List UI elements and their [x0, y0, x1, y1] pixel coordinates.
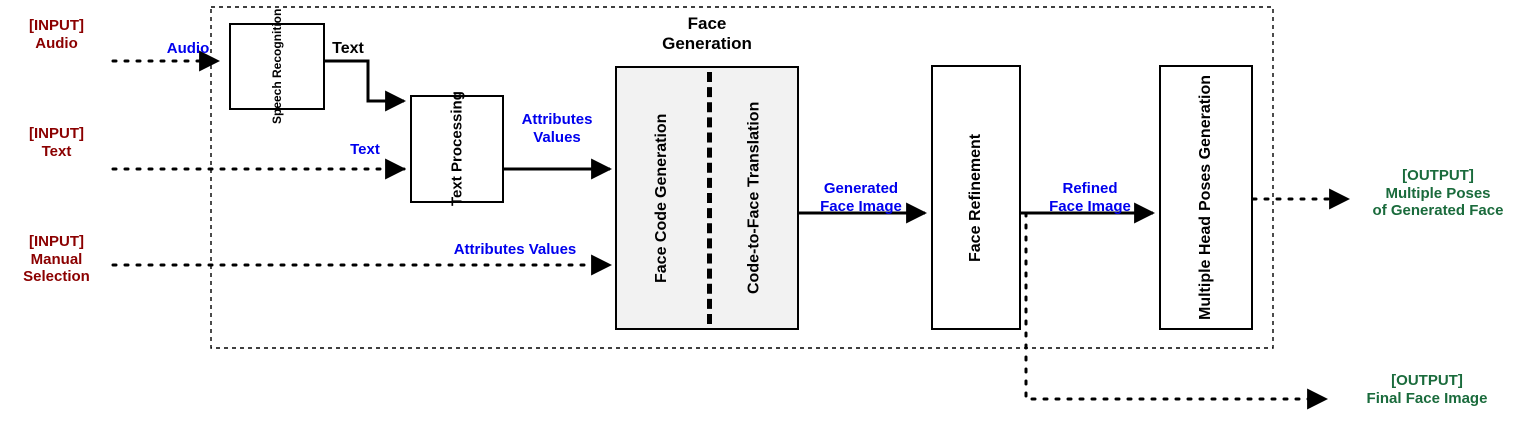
output-multiple-poses: [OUTPUT] Multiple Poses of Generated Fac…: [1355, 167, 1521, 220]
output-final-line2: Final Face Image: [1366, 389, 1488, 407]
edge-label-text-input: Text: [350, 141, 380, 158]
group-title-line1: Face: [687, 14, 727, 33]
multiple-head-poses-line1: Multiple Head: [1197, 215, 1214, 320]
block-speech-recognition[interactable]: Speech Recognition: [229, 9, 325, 124]
edge-label-attributes-line2: Values: [533, 128, 581, 146]
output-final-face-image: [OUTPUT] Final Face Image: [1333, 372, 1521, 407]
input-text: [INPUT] Text: [0, 125, 113, 160]
face-code-generation-line2: Generation: [653, 113, 670, 198]
output-poses-line1: [OUTPUT]: [1402, 167, 1474, 184]
face-code-generation-line1: Face Code: [653, 202, 670, 283]
block-face-refinement[interactable]: Face Refinement: [931, 65, 1021, 330]
multiple-head-poses-line2: Poses Generation: [1197, 75, 1214, 212]
output-final-line1: [OUTPUT]: [1391, 372, 1463, 389]
input-audio-line2: Audio: [35, 34, 78, 52]
input-manual-line2: Manual: [30, 250, 83, 268]
edge-label-refined-face-image: Refined Face Image: [1027, 180, 1153, 215]
face-generation-group-title: Face Generation: [615, 14, 799, 53]
edge-label-generated-line1: Generated: [823, 180, 899, 197]
block-text-processing[interactable]: Text Processing: [410, 92, 504, 207]
output-poses-line2: Multiple Poses: [1385, 184, 1491, 202]
block-face-code-generation-label: Face Code Generation: [617, 68, 707, 328]
edge-label-generated-face-image: Generated Face Image: [799, 180, 923, 215]
block-multiple-head-poses-label: Multiple Head Poses Generation: [1161, 67, 1251, 328]
edge-label-refined-line1: Refined: [1062, 180, 1118, 197]
group-title-line2: Generation: [662, 33, 752, 53]
block-code-to-face-translation[interactable]: Code-to-Face Translation: [712, 68, 797, 328]
text-processing-line2: Processing: [448, 91, 466, 173]
input-manual-line3: Selection: [23, 268, 90, 286]
input-text-line2: Text: [41, 142, 72, 160]
input-audio: [INPUT] Audio: [0, 17, 113, 52]
speech-recognition-line1: Speech: [270, 81, 284, 125]
output-poses-line3: of Generated Face: [1372, 202, 1504, 220]
edge-label-text-from-asr: Text: [332, 40, 364, 57]
edge-label-audio: Audio: [166, 40, 210, 57]
block-text-processing-label: Text Processing: [412, 92, 502, 207]
speech-recognition-line2: Recognition: [270, 8, 284, 79]
code-to-face-line1: Code-to-Face: [745, 191, 763, 295]
block-multiple-head-poses-generation[interactable]: Multiple Head Poses Generation: [1159, 65, 1253, 330]
block-face-code-generation[interactable]: Face Code Generation: [617, 68, 707, 328]
edge-label-attributes-line1: Attributes: [521, 111, 593, 128]
input-audio-line1: [INPUT]: [29, 17, 84, 34]
face-generation-divider: [707, 72, 712, 324]
input-manual-selection: [INPUT] Manual Selection: [0, 233, 113, 286]
edge-label-attributes-values-manual: Attributes Values: [453, 241, 577, 258]
input-text-line1: [INPUT]: [29, 125, 84, 142]
text-processing-line1: Text: [448, 176, 466, 207]
input-manual-line1: [INPUT]: [29, 233, 84, 250]
block-face-refinement-label: Face Refinement: [933, 67, 1019, 328]
edge-label-refined-line2: Face Image: [1049, 197, 1131, 215]
edge-label-attributes-values: Attributes Values: [504, 111, 610, 146]
face-refinement-line1: Face: [967, 225, 984, 262]
block-speech-recognition-label: Speech Recognition: [231, 9, 323, 124]
edge-label-generated-line2: Face Image: [820, 197, 902, 215]
block-code-to-face-translation-label: Code-to-Face Translation: [712, 68, 797, 328]
code-to-face-line2: Translation: [745, 101, 763, 188]
face-refinement-line2: Refinement: [967, 133, 984, 221]
